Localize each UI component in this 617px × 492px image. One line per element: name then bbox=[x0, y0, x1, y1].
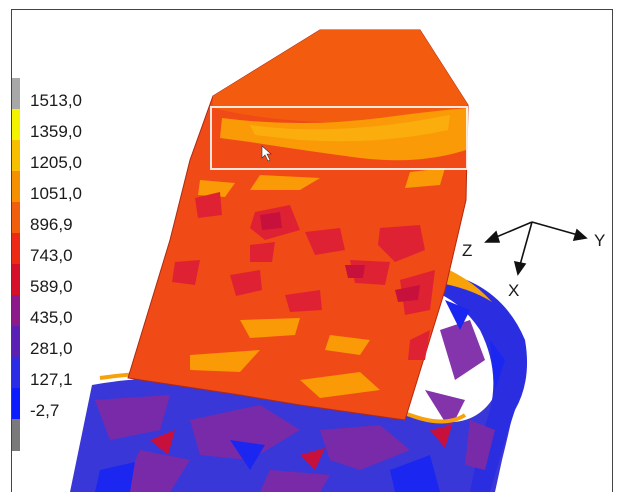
mouse-cursor-icon bbox=[261, 145, 272, 162]
legend-swatch bbox=[11, 233, 20, 265]
legend-value: 743,0 bbox=[30, 246, 73, 265]
axis-label-x: X bbox=[508, 281, 520, 300]
legend-value: 896,9 bbox=[30, 215, 73, 234]
legend-value: 589,0 bbox=[30, 277, 73, 296]
shell-patches bbox=[95, 320, 495, 492]
legend-swatch bbox=[11, 295, 20, 327]
legend-swatch bbox=[11, 171, 20, 203]
legend-value: 1205,0 bbox=[30, 153, 82, 172]
legend-value: 1051,0 bbox=[30, 184, 82, 203]
legend-value: 127,1 bbox=[30, 370, 73, 389]
legend-value: 435,0 bbox=[30, 308, 73, 327]
axis-label-y: Y bbox=[594, 231, 606, 250]
cylinder-cap bbox=[213, 30, 468, 123]
legend-swatch bbox=[11, 202, 20, 234]
shell-rim bbox=[430, 270, 528, 492]
legend-swatch bbox=[11, 78, 20, 110]
legend-swatch bbox=[11, 357, 20, 389]
axis-label-z: Z bbox=[462, 241, 473, 260]
shell-deep-patches bbox=[95, 300, 505, 492]
legend-swatch bbox=[11, 419, 20, 451]
legend-value: 1513,0 bbox=[30, 91, 82, 110]
legend-value: 281,0 bbox=[30, 339, 73, 358]
legend-value: -2,7 bbox=[30, 401, 60, 420]
legend-value: 1359,0 bbox=[30, 122, 82, 141]
legend-swatch bbox=[11, 326, 20, 358]
selection-box[interactable] bbox=[210, 106, 468, 170]
shell-red-spots bbox=[150, 425, 452, 470]
legend-swatch bbox=[11, 109, 20, 141]
legend-swatch bbox=[11, 140, 20, 172]
stress-spots-crimson bbox=[260, 212, 420, 302]
band-lighter bbox=[250, 115, 450, 142]
legend-colorbar bbox=[11, 78, 20, 451]
axis-triad bbox=[484, 221, 588, 276]
legend-swatch bbox=[11, 264, 20, 296]
legend-swatch bbox=[11, 388, 20, 420]
